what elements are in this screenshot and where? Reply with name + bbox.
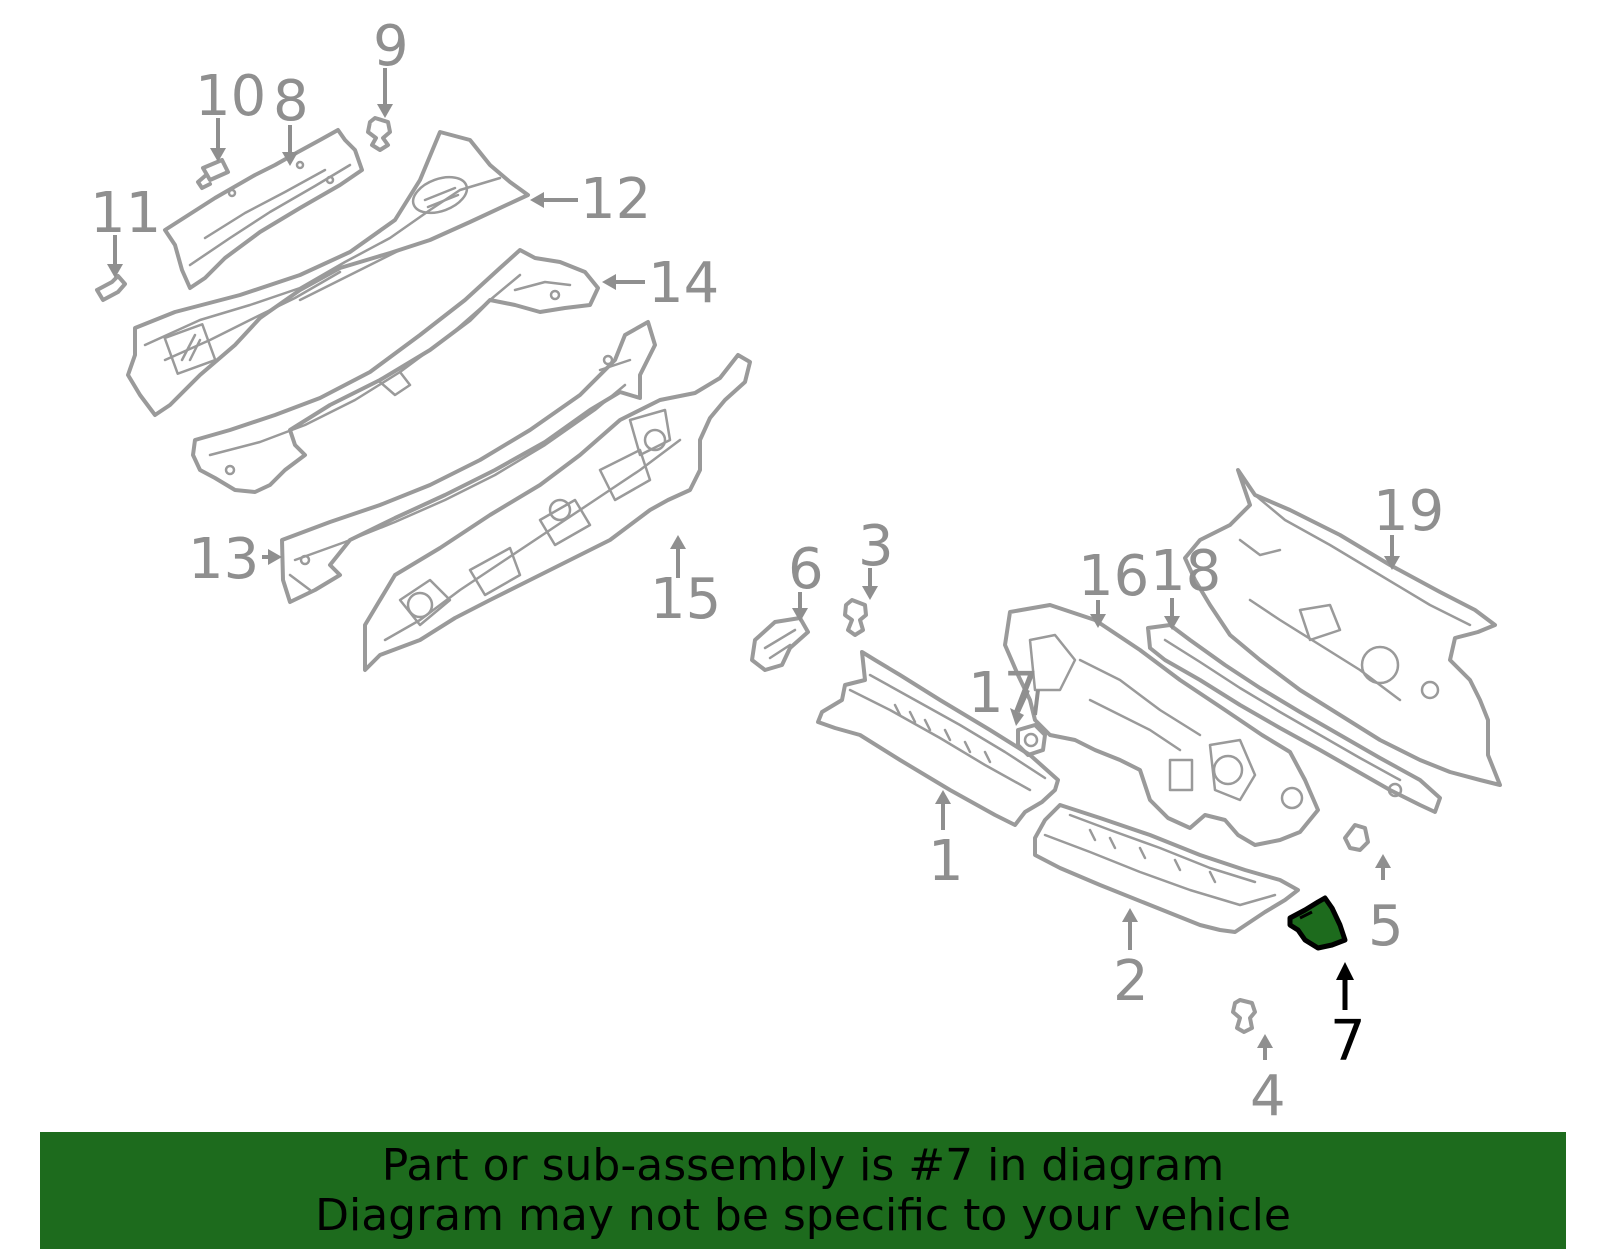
callout-7-highlighted: 7 (1330, 1009, 1366, 1074)
part-12[interactable] (126, 130, 530, 417)
leader-lines (107, 68, 1400, 1060)
banner-line-1: Part or sub-assembly is #7 in diagram (381, 1139, 1225, 1191)
info-banner: Part or sub-assembly is #7 in diagram Di… (40, 1132, 1566, 1249)
callout-10: 10 (195, 64, 266, 129)
callout-16: 16 (1078, 544, 1149, 609)
callout-1: 1 (928, 829, 964, 894)
part-4-clip[interactable] (1231, 998, 1257, 1034)
part-15[interactable] (363, 353, 752, 672)
part-8[interactable] (163, 128, 364, 290)
part-14[interactable] (191, 248, 600, 494)
callout-3: 3 (858, 514, 894, 579)
part-1[interactable] (816, 650, 1060, 827)
part-5-grommet[interactable] (1343, 823, 1370, 852)
banner-line-2: Diagram may not be specific to your vehi… (315, 1189, 1291, 1241)
callout-12: 12 (580, 167, 651, 232)
callout-5: 5 (1368, 894, 1404, 959)
callout-11: 11 (90, 181, 161, 246)
callout-9: 9 (373, 14, 409, 79)
part-9-clip[interactable] (366, 116, 392, 152)
part-16[interactable] (1003, 603, 1320, 847)
callout-19: 19 (1373, 479, 1444, 544)
callout-13: 13 (188, 527, 259, 592)
callout-4: 4 (1250, 1064, 1286, 1129)
part-11-bolt[interactable] (95, 274, 127, 302)
callout-2: 2 (1113, 949, 1149, 1014)
part-3-clip[interactable] (843, 598, 868, 637)
part-2[interactable] (1033, 803, 1300, 934)
callout-labels: 9 10 8 11 12 14 13 15 6 3 16 18 19 17 1 … (90, 14, 1444, 1129)
part-10-bolt[interactable] (196, 158, 230, 190)
callout-18: 18 (1150, 539, 1221, 604)
part-7-highlighted[interactable] (1287, 895, 1348, 951)
part-6[interactable] (750, 616, 810, 672)
part-19[interactable] (1183, 468, 1502, 787)
part-17-nut[interactable] (1016, 723, 1047, 757)
callout-17: 17 (968, 661, 1039, 726)
callout-14: 14 (648, 251, 719, 316)
callout-8: 8 (273, 69, 309, 134)
parts-diagram: 9 10 8 11 12 14 13 15 6 3 16 18 19 17 1 … (90, 14, 1502, 1129)
callout-6: 6 (788, 537, 824, 602)
part-18[interactable] (1146, 623, 1442, 814)
part-13[interactable] (280, 320, 657, 604)
callout-15: 15 (650, 567, 721, 632)
